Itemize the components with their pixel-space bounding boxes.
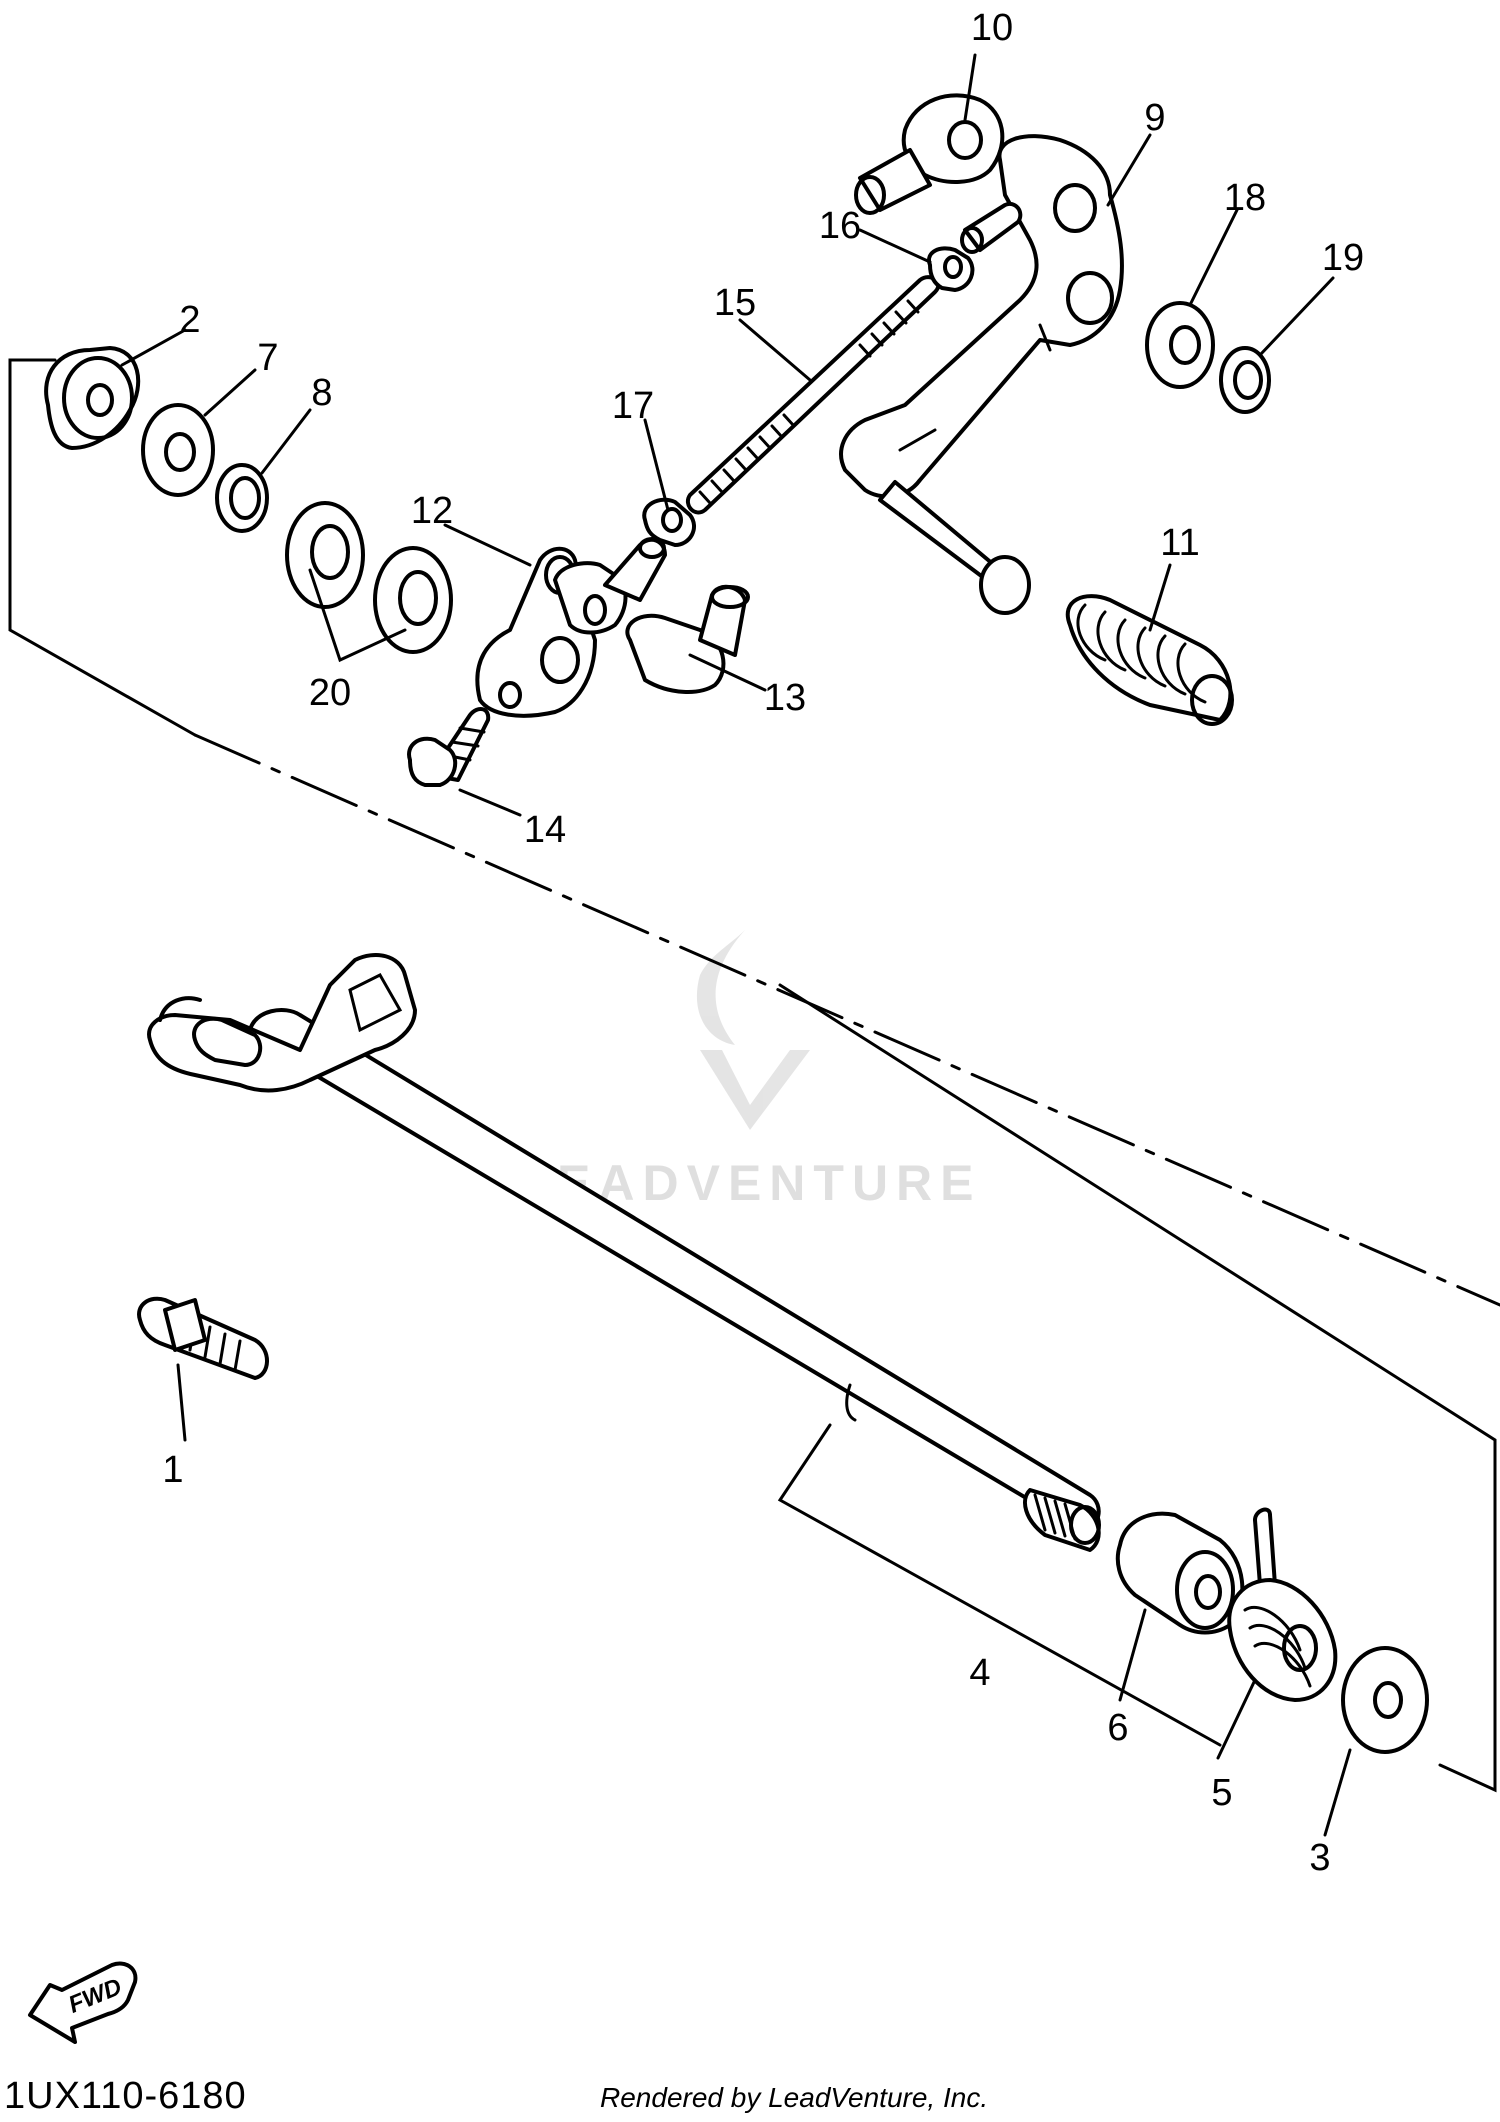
part-20-bearings: [285, 501, 453, 654]
part-12-shift-arm: [475, 546, 628, 718]
callout-12: 12: [411, 490, 453, 532]
part-9-shift-pedal: [839, 134, 1124, 615]
callout-5: 5: [1211, 1772, 1232, 1814]
part-5-torsion-spring: [1227, 1507, 1338, 1702]
rod-joint-lower: [603, 537, 667, 602]
part-1-stud-bolt: [137, 1296, 269, 1380]
callout-16: 16: [819, 205, 861, 247]
part-4-shift-shaft: [147, 953, 1101, 1552]
callout-19: 19: [1322, 237, 1364, 279]
part-19-circlip: [1219, 346, 1271, 414]
callout-17: 17: [612, 385, 654, 427]
part-2-oil-seal: [44, 346, 141, 450]
part-10-rod-end: [854, 93, 1005, 215]
callout-8: 8: [311, 372, 332, 414]
flame-logo-icon: [696, 930, 810, 1130]
part-13-joint-cover: [625, 584, 750, 694]
callout-1: 1: [162, 1449, 183, 1491]
render-credit: Rendered by LeadVenture, Inc.: [600, 2082, 989, 2113]
upper-assembly-frame: [8, 358, 1500, 1307]
callout-9: 9: [1144, 97, 1165, 139]
leader-lines: [120, 53, 1352, 1837]
callout-labels: 1 2 3 4 5 6 7 8 9 10 11 12 13 14 15 16 1…: [162, 7, 1364, 1879]
callout-7: 7: [257, 337, 278, 379]
callout-2: 2: [179, 299, 200, 341]
part-17-nut: [642, 497, 696, 547]
callout-18: 18: [1224, 177, 1266, 219]
part-15-shift-rod: [685, 275, 941, 515]
diagram-part-code: 1UX110-6180: [4, 2075, 247, 2117]
shaft-assembly-frame: [777, 983, 1497, 1793]
callout-20: 20: [309, 672, 351, 714]
part-8-circlip: [215, 463, 269, 533]
part-6-collar: [1115, 1511, 1245, 1635]
callout-13: 13: [764, 677, 806, 719]
callout-11: 11: [1160, 522, 1199, 564]
part-18-washer: [1145, 301, 1215, 389]
callout-6: 6: [1107, 1707, 1128, 1749]
part-16-nut: [927, 246, 975, 292]
callout-3: 3: [1309, 1837, 1330, 1879]
part-3-washer: [1341, 1646, 1429, 1754]
part-11-footrest-rubber: [1065, 594, 1234, 726]
fwd-arrow-icon: FWD: [28, 1961, 138, 2044]
callout-10: 10: [971, 7, 1013, 49]
callout-4: 4: [969, 1652, 990, 1694]
part-14-bolt: [407, 707, 491, 787]
callout-15: 15: [714, 282, 756, 324]
part-7-washer: [141, 403, 215, 497]
callout-14: 14: [524, 809, 566, 851]
